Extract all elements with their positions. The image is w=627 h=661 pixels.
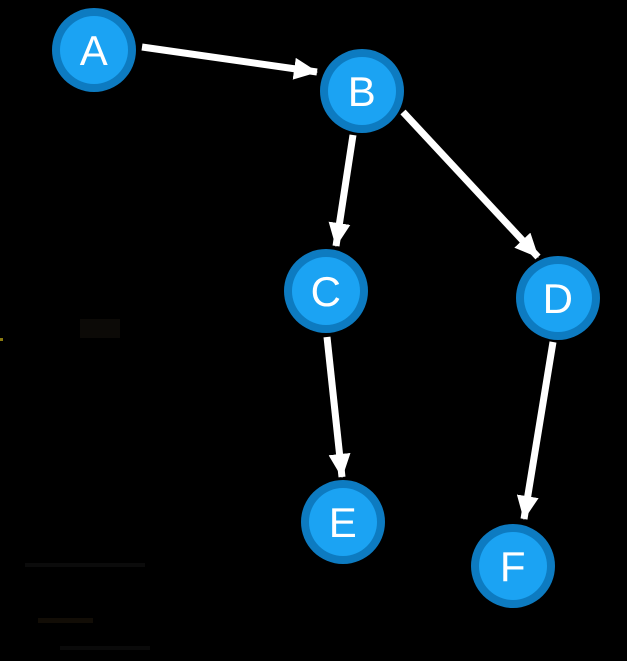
edge-A-B [141, 43, 318, 80]
background-artifact [80, 319, 120, 338]
node-label-D: D [543, 275, 574, 322]
node-layer: A B C D E F [52, 8, 600, 608]
node-body-C [292, 257, 360, 325]
node-body-D [524, 264, 592, 332]
node-body-E [309, 488, 377, 556]
edge-layer [141, 43, 557, 520]
node-A[interactable]: A [52, 8, 136, 92]
node-C[interactable]: C [284, 249, 368, 333]
node-B[interactable]: B [320, 49, 404, 133]
node-body-B [328, 57, 396, 125]
edge-C-E [323, 336, 351, 478]
edge-D-F [516, 341, 557, 520]
node-body-F [479, 532, 547, 600]
node-label-B: B [348, 68, 377, 115]
node-label-E: E [329, 499, 358, 546]
background-artifact [60, 646, 150, 650]
edge-B-C [328, 134, 357, 247]
node-label-C: C [311, 268, 342, 315]
node-body-A [60, 16, 128, 84]
background-artifact [25, 563, 145, 567]
node-label-F: F [500, 543, 526, 590]
node-E[interactable]: E [301, 480, 385, 564]
background-artifact [38, 618, 93, 623]
node-F[interactable]: F [471, 524, 555, 608]
edge-B-D [400, 109, 541, 260]
node-D[interactable]: D [516, 256, 600, 340]
background-artifact [0, 338, 3, 341]
node-label-A: A [80, 27, 109, 74]
